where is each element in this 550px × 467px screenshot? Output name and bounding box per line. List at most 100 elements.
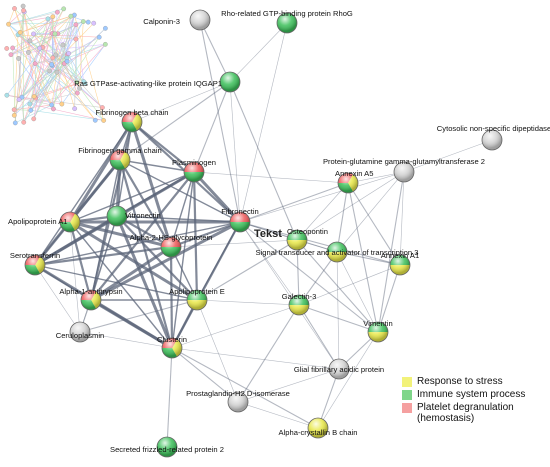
- minimap-node: [73, 36, 79, 42]
- node-fgg[interactable]: Fibrinogen gamma chain: [78, 146, 162, 171]
- edge-ptgds-apoe: [196, 299, 239, 403]
- node-sfrp2[interactable]: Secreted frizzled-related protein 2: [110, 436, 224, 458]
- node-gfap[interactable]: Glial fibrillary acidic protein: [294, 358, 384, 380]
- edge-tgm2-cnd: [403, 139, 493, 173]
- edge-plg-apoa1: [69, 171, 195, 223]
- minimap-node: [16, 56, 21, 61]
- legend-label: Platelet degranulation (hemostasis): [417, 402, 514, 424]
- minimap-edge: [28, 52, 63, 105]
- minimap-edge: [13, 34, 19, 116]
- minimap-edge: [34, 63, 104, 121]
- edge-vtn-cp: [79, 215, 118, 333]
- node-fn1[interactable]: Fibronectin: [221, 207, 259, 233]
- node-ptgds[interactable]: Prostaglandin-H2 D-isomerase: [186, 389, 290, 413]
- minimap-edge: [10, 21, 84, 55]
- node-anxa1[interactable]: Annexin A1: [381, 251, 419, 276]
- minimap-node: [53, 52, 59, 58]
- minimap-edge: [29, 103, 104, 121]
- node-shine: [326, 241, 348, 263]
- minimap-node: [31, 116, 37, 122]
- node-label-ptgds: Prostaglandin-H2 D-isomerase: [186, 389, 290, 398]
- minimap-edge: [14, 28, 106, 116]
- minimap-node: [10, 45, 16, 51]
- minimap-edge: [20, 14, 75, 33]
- minimap-node: [4, 92, 10, 98]
- node-calponin3[interactable]: Calponin-3: [143, 9, 211, 31]
- edge-ahsg-serpina1: [90, 245, 172, 302]
- minimap-edge: [30, 21, 84, 111]
- minimap-node: [50, 14, 56, 19]
- node-label-cnd: Cytosolic non-specific dipeptidase: [437, 124, 550, 133]
- minimap-edge: [56, 14, 75, 73]
- node-ahsg[interactable]: Alpha-2-HS-glycoprotein: [130, 233, 213, 258]
- minimap-node: [81, 79, 87, 84]
- minimap-edge: [29, 40, 103, 108]
- node-anxa5[interactable]: Annexin A5: [335, 169, 373, 194]
- node-apoe[interactable]: Apolipoprotein E: [169, 287, 225, 311]
- edge-vtn-fn1: [116, 215, 241, 223]
- node-cryab[interactable]: Alpha-crystallin B chain: [279, 417, 358, 439]
- edge-vtn-serpina1: [90, 215, 118, 301]
- minimap-edge: [6, 47, 43, 96]
- minimap-edge: [8, 24, 54, 110]
- node-stat3[interactable]: Signal transducer and activator of trans…: [256, 241, 419, 263]
- node-shine: [160, 236, 182, 258]
- node-serpina1[interactable]: Alpha-1-antitrypsin: [59, 287, 123, 311]
- node-shine: [80, 289, 102, 311]
- node-vim[interactable]: Vimentin: [363, 319, 393, 343]
- minimap-edge: [12, 14, 75, 49]
- minimap-node: [8, 52, 14, 57]
- edge-fn1-iqgap1: [229, 81, 241, 223]
- edge-lgals3-gfap: [298, 304, 340, 370]
- node-label-fn1: Fibronectin: [221, 207, 259, 216]
- edge-fn1-serpina1: [90, 220, 241, 302]
- node-label-anxa1: Annexin A1: [381, 251, 419, 260]
- minimap-node: [68, 13, 74, 19]
- edge-serpina1-clu: [90, 298, 173, 350]
- minimap-node: [72, 106, 78, 111]
- node-fgb[interactable]: Fibrinogen beta chain: [95, 108, 169, 133]
- edge-tf-apoe: [34, 264, 198, 301]
- minimap-edge: [47, 18, 80, 89]
- minimap-edge: [39, 8, 64, 49]
- minimap-node: [96, 34, 102, 40]
- minimap-node: [49, 62, 54, 67]
- node-rhog[interactable]: Rho-related GTP-binding protein RhoG: [221, 9, 353, 34]
- node-apoa1[interactable]: Apolipoprotein A1: [8, 211, 81, 233]
- node-cp[interactable]: Ceruloplasmin: [56, 321, 105, 343]
- node-shine: [219, 71, 241, 93]
- node-tgm2[interactable]: Protein-glutamine gamma-glutamyltransfer…: [323, 157, 485, 183]
- node-shine: [393, 161, 415, 183]
- node-iqgap1[interactable]: Ras GTPase-activating-like protein IQGAP…: [74, 71, 241, 93]
- minimap-edge: [18, 58, 25, 123]
- legend-label: Immune system process: [417, 389, 526, 400]
- node-label-calponin3: Calponin-3: [143, 17, 180, 26]
- node-label-stat3: Signal transducer and activator of trans…: [256, 248, 419, 257]
- edge-stat3-anxa1: [336, 251, 401, 266]
- edge-rhog-fn1: [239, 22, 288, 223]
- node-label-cp: Ceruloplasmin: [56, 331, 105, 340]
- legend-swatch: [402, 377, 412, 387]
- edge-clu-gfap: [171, 347, 340, 370]
- node-tf[interactable]: Serotransferrin: [10, 251, 60, 276]
- edge-fgb-ahsg: [130, 121, 173, 248]
- node-vtn[interactable]: Vitronectin: [106, 205, 161, 227]
- node-spp1[interactable]: Osteopontin: [286, 227, 328, 251]
- edge-apoa1-apoe: [69, 220, 198, 302]
- node-shine: [156, 436, 178, 458]
- minimap-node: [64, 59, 70, 64]
- minimap-node: [27, 38, 33, 44]
- node-label-plg: Plasminogen: [172, 158, 216, 167]
- node-lgals3[interactable]: Galectin-3: [282, 292, 317, 316]
- node-label-tf: Serotransferrin: [10, 251, 60, 260]
- edge-spp1-vim: [296, 239, 379, 333]
- node-plg[interactable]: Plasminogen: [172, 158, 216, 183]
- minimap-edge: [23, 33, 53, 123]
- edge-ahsg-spp1: [170, 239, 298, 248]
- edge-ptgds-clu: [171, 347, 239, 403]
- node-cnd[interactable]: Cytosolic non-specific dipeptidase: [437, 124, 550, 151]
- node-clu[interactable]: Clusterin: [157, 335, 187, 359]
- minimap-node: [4, 46, 10, 51]
- edge-fgb-apoa1: [68, 121, 134, 223]
- minimap-node: [31, 94, 37, 99]
